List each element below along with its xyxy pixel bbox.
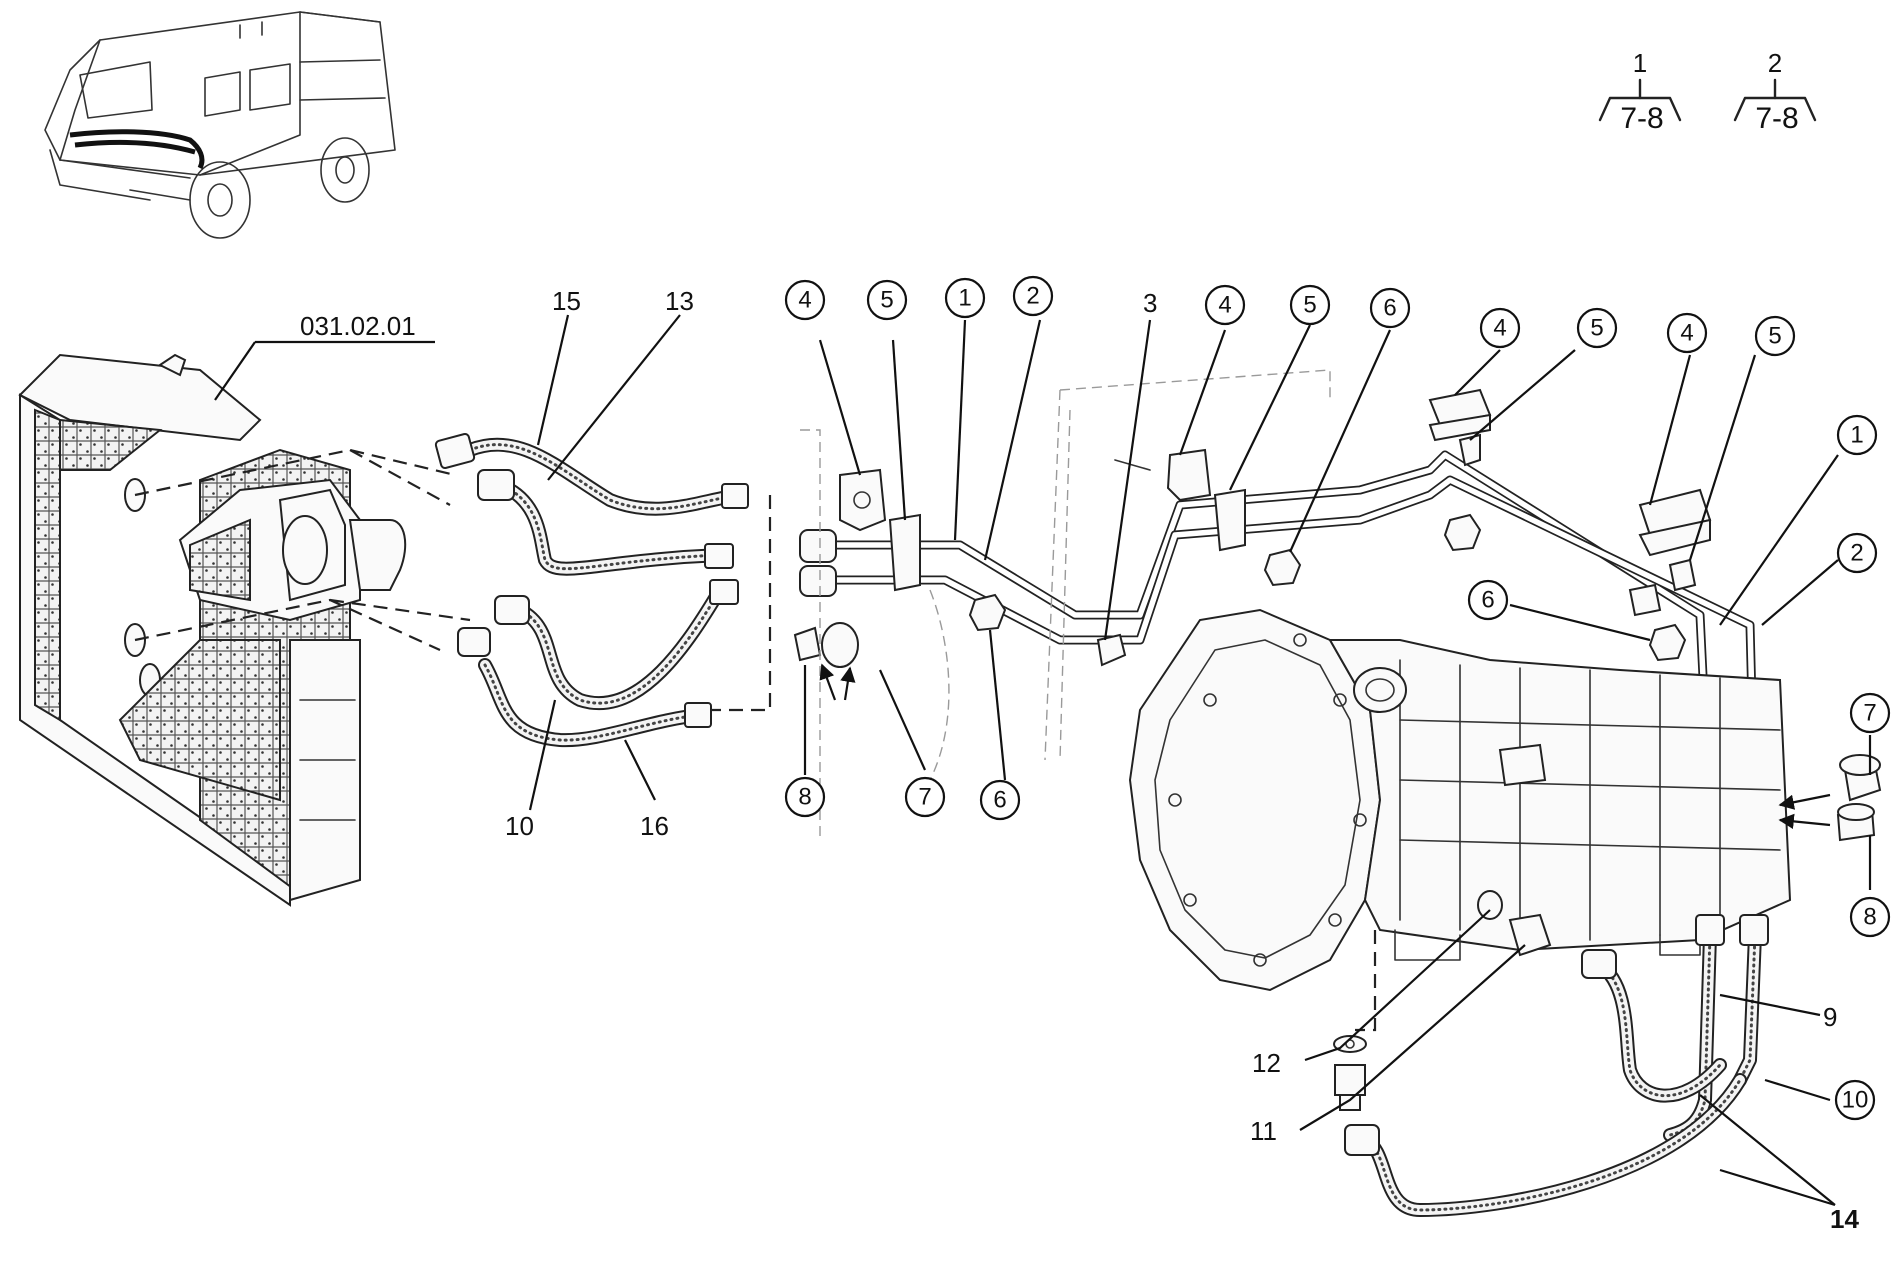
legend-item-1: 1 7-8 bbox=[1598, 48, 1682, 135]
legend-number-1: 1 bbox=[1633, 48, 1647, 78]
hose-16 bbox=[457, 627, 712, 748]
svg-text:8: 8 bbox=[798, 784, 811, 811]
reference-label: 031.02.01 bbox=[214, 311, 435, 401]
callout-14: 14 bbox=[1830, 1204, 1859, 1234]
svg-text:2: 2 bbox=[1850, 540, 1863, 567]
callout-circle-5c: 5 bbox=[1576, 307, 1618, 349]
oil-cooler-radiator bbox=[18, 353, 407, 907]
legend-item-2: 2 7-8 bbox=[1733, 48, 1817, 135]
svg-text:10: 10 bbox=[1842, 1087, 1869, 1114]
leader-lines bbox=[528, 314, 1872, 1207]
callout-circle-10b: 10 bbox=[1834, 1079, 1876, 1121]
legend: 1 7-8 2 7-8 bbox=[1598, 48, 1817, 135]
svg-text:6: 6 bbox=[1383, 295, 1396, 322]
legend-number-2: 2 bbox=[1768, 48, 1782, 78]
svg-text:6: 6 bbox=[993, 787, 1006, 814]
callout-16: 16 bbox=[640, 811, 669, 841]
hose-14 bbox=[1344, 949, 1747, 1217]
hose-10 bbox=[494, 579, 739, 710]
svg-text:5: 5 bbox=[880, 287, 893, 314]
hose-15 bbox=[434, 432, 749, 516]
callout-circle-7b: 7 bbox=[1849, 692, 1891, 734]
callout-circle-1a: 1 bbox=[944, 277, 986, 319]
callout-11: 11 bbox=[1250, 1116, 1277, 1146]
svg-text:4: 4 bbox=[1493, 315, 1506, 342]
callout-circle-8b: 8 bbox=[1849, 896, 1891, 938]
svg-text:4: 4 bbox=[1680, 320, 1693, 347]
reference-label-text: 031.02.01 bbox=[300, 311, 416, 341]
svg-text:1: 1 bbox=[958, 285, 971, 312]
callout-circle-4d: 4 bbox=[1666, 312, 1708, 354]
callout-circle-2b: 2 bbox=[1836, 532, 1878, 574]
svg-text:5: 5 bbox=[1590, 315, 1603, 342]
callout-circle-4a: 4 bbox=[784, 279, 826, 321]
callout-13: 13 bbox=[665, 286, 694, 316]
callout-circle-2a: 2 bbox=[1012, 275, 1054, 317]
callout-circle-5b: 5 bbox=[1289, 284, 1331, 326]
gearbox bbox=[1128, 608, 1792, 992]
callout-circle-4b: 4 bbox=[1204, 284, 1246, 326]
callout-circle-1b: 1 bbox=[1836, 414, 1878, 456]
callout-9: 9 bbox=[1823, 1002, 1837, 1032]
svg-text:4: 4 bbox=[798, 287, 811, 314]
callout-circle-5d: 5 bbox=[1754, 315, 1796, 357]
callout-circle-6b: 6 bbox=[979, 779, 1021, 821]
callout-circle-6a: 6 bbox=[1369, 287, 1411, 329]
legend-range-1: 7-8 bbox=[1620, 102, 1663, 135]
legend-range-2: 7-8 bbox=[1755, 102, 1798, 135]
callout-12: 12 bbox=[1252, 1048, 1281, 1078]
svg-text:6: 6 bbox=[1481, 587, 1494, 614]
callout-circle-5a: 5 bbox=[866, 279, 908, 321]
hose-10-right bbox=[1733, 914, 1769, 1087]
callout-15: 15 bbox=[552, 286, 581, 316]
callout-10: 10 bbox=[505, 811, 534, 841]
callout-circle-7a: 7 bbox=[904, 776, 946, 818]
vehicle-thumbnail bbox=[44, 11, 396, 239]
callout-circle-4c: 4 bbox=[1479, 307, 1521, 349]
svg-text:1: 1 bbox=[1850, 422, 1863, 449]
hose-13 bbox=[477, 469, 734, 576]
svg-text:5: 5 bbox=[1768, 323, 1781, 350]
svg-text:8: 8 bbox=[1863, 904, 1876, 931]
callouts: 15 13 10 16 3 9 12 11 14 4 5 1 2 4 5 6 4… bbox=[505, 275, 1891, 1234]
callout-circle-8a: 8 bbox=[784, 776, 826, 818]
callout-circle-6c: 6 bbox=[1467, 579, 1509, 621]
svg-text:7: 7 bbox=[1863, 700, 1876, 727]
svg-text:4: 4 bbox=[1218, 292, 1231, 319]
svg-text:7: 7 bbox=[918, 784, 931, 811]
callout-3: 3 bbox=[1143, 288, 1157, 318]
svg-text:5: 5 bbox=[1303, 292, 1316, 319]
svg-text:2: 2 bbox=[1026, 283, 1039, 310]
